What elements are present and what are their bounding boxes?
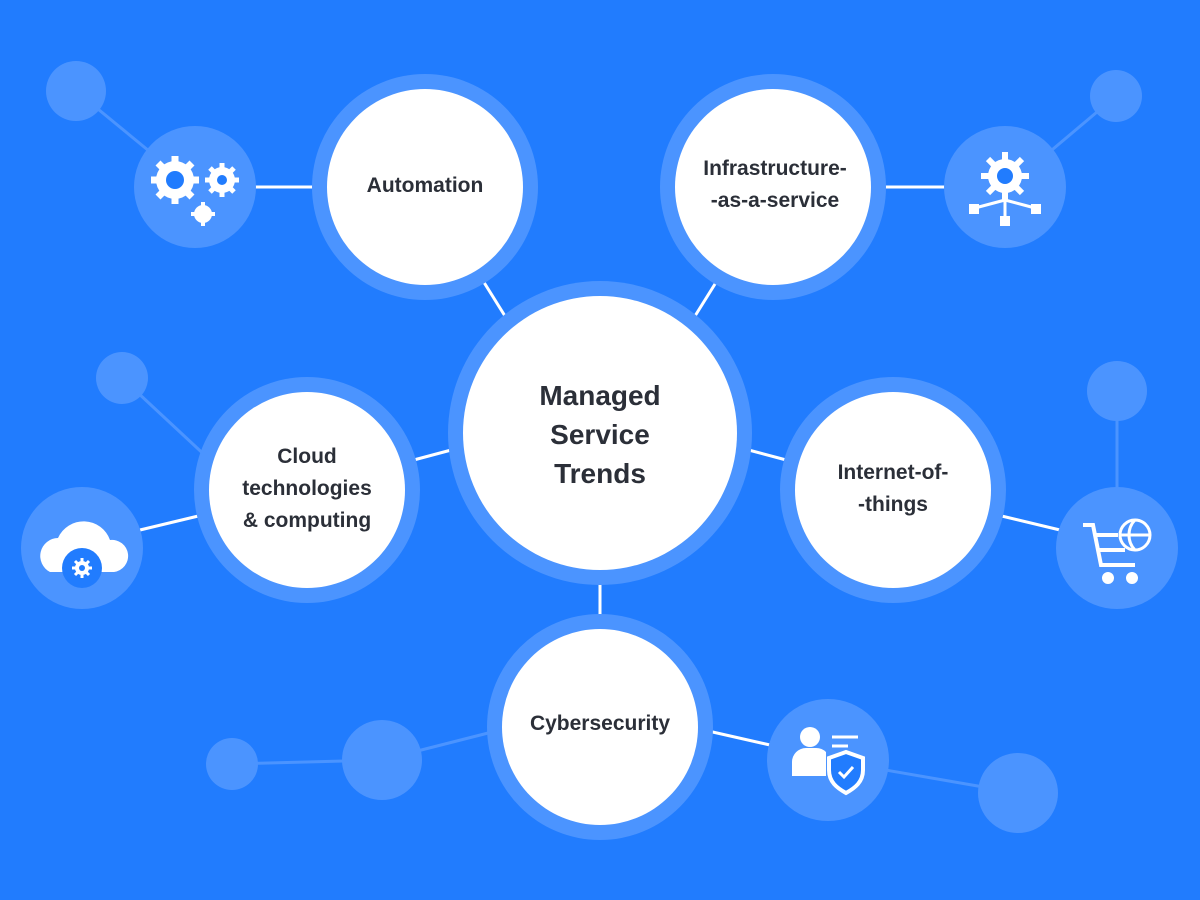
automation-label: Automation <box>367 174 484 197</box>
title-line: Service <box>550 419 650 450</box>
iot-label: Internet-of- <box>838 461 949 484</box>
node-cybersecurity <box>502 629 698 825</box>
automation-icon-circle <box>134 126 256 248</box>
node-iot <box>795 392 991 588</box>
user-shield-icon <box>792 727 865 796</box>
title-line: Trends <box>554 458 646 489</box>
iaas-label: Infrastructure- <box>703 157 847 180</box>
center-node <box>463 296 737 570</box>
title-line: Managed <box>539 380 660 411</box>
node-automation <box>327 89 523 285</box>
cloud-label: & computing <box>243 509 371 532</box>
cloud-label: technologies <box>242 477 372 500</box>
center-title: Managed Service Trends <box>539 380 660 489</box>
cloud-gear-icon <box>40 521 129 588</box>
node-iaas <box>675 89 871 285</box>
iaas-label: -as-a-service <box>711 189 839 212</box>
decor-circles <box>46 61 1147 833</box>
node-cloud <box>209 392 405 588</box>
iot-label: -things <box>858 493 928 516</box>
gears-icon <box>151 156 239 226</box>
cybersecurity-label: Cybersecurity <box>530 712 670 735</box>
shopping-cart-globe-icon <box>1083 518 1152 584</box>
cloud-label: Cloud <box>277 445 336 468</box>
network-gear-icon <box>969 152 1041 226</box>
